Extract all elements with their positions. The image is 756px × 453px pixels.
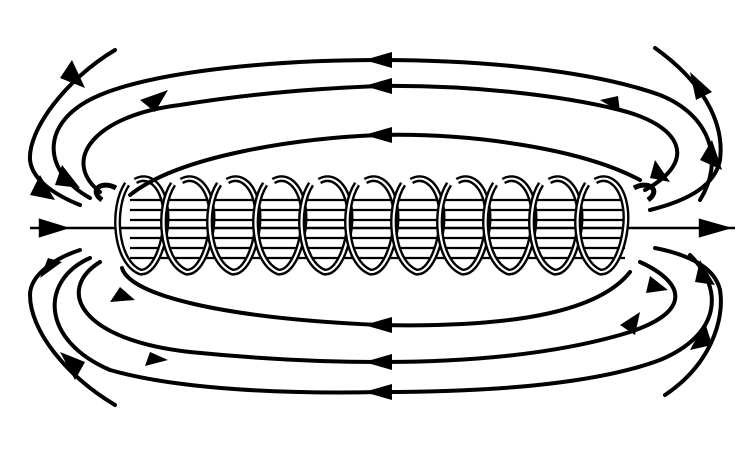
coil-turn-highlight xyxy=(162,177,214,274)
coil-turn-highlight xyxy=(208,177,260,274)
solenoid-coil xyxy=(93,175,657,276)
outer-arrowheads xyxy=(30,60,722,380)
coil-turn-highlight xyxy=(438,177,490,274)
coil-turn-highlight xyxy=(300,177,352,274)
field-line-lower-right-outer xyxy=(653,246,723,397)
axis-field-line xyxy=(30,218,735,238)
coil-turn-highlight xyxy=(392,177,444,274)
field-line-lower-2 xyxy=(76,260,678,365)
coil-turn-highlight xyxy=(530,177,582,274)
coil-turn-highlight xyxy=(346,177,398,274)
field-line-upper-left-outer xyxy=(27,48,117,207)
field-line-upper-right-outer xyxy=(648,46,723,212)
lower-field-lines xyxy=(27,246,723,407)
coil-turn-highlight xyxy=(116,177,168,274)
coil-turn-highlight xyxy=(576,177,628,274)
coil-turn-highlight xyxy=(254,177,306,274)
coil-turn-highlight xyxy=(484,177,536,274)
field-line-lower-1 xyxy=(120,266,632,328)
coil-end-left xyxy=(93,182,118,203)
upper-field-lines xyxy=(27,46,723,212)
